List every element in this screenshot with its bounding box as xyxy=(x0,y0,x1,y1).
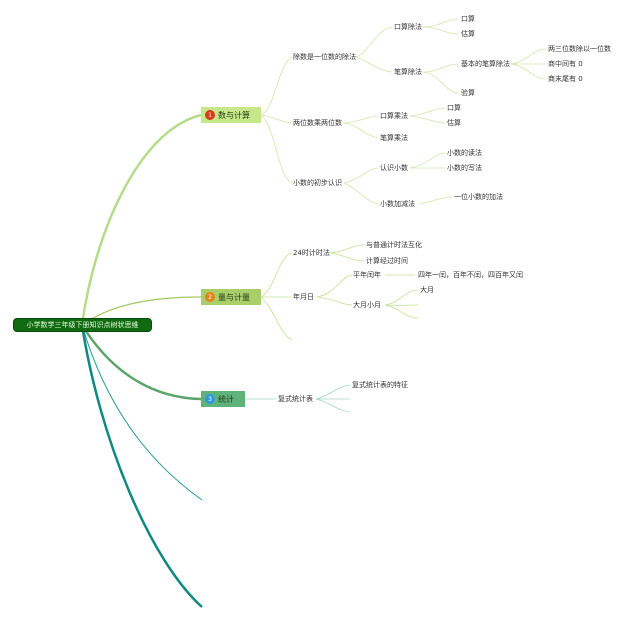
node-oral-calc-2[interactable]: 口算 xyxy=(447,104,461,112)
node-oral-multiplication[interactable]: 口算乘法 xyxy=(380,112,408,120)
node-decimals-intro[interactable]: 小数的初步认识 xyxy=(293,179,342,187)
node-writing-decimals[interactable]: 小数的写法 xyxy=(447,164,482,172)
node-compound-table-features[interactable]: 复式统计表的特征 xyxy=(352,381,408,389)
branch-label: 数与计算 xyxy=(218,110,250,120)
branch-measurement[interactable]: 2 量与计量 xyxy=(201,289,261,305)
node-estimation-2[interactable]: 估算 xyxy=(447,119,461,127)
node-long-short-months[interactable]: 大月小月 xyxy=(353,301,381,309)
node-year-month-day[interactable]: 年月日 xyxy=(293,293,314,301)
node-decimal-add-sub[interactable]: 小数加减法 xyxy=(380,200,415,208)
node-oral-division[interactable]: 口算除法 xyxy=(394,23,422,31)
node-leap-year-rule[interactable]: 四年一闰，百年不闰，四百年又闰 xyxy=(418,271,523,279)
node-recognize-decimals[interactable]: 认识小数 xyxy=(380,164,408,172)
node-written-division[interactable]: 笔算除法 xyxy=(394,68,422,76)
branch-statistics[interactable]: 3 统计 xyxy=(201,391,245,407)
node-basic-written-division[interactable]: 基本的笔算除法 xyxy=(461,60,510,68)
node-zero-in-middle[interactable]: 商中间有 0 xyxy=(548,60,583,68)
node-long-month[interactable]: 大月 xyxy=(420,286,434,294)
branch-number-badge: 1 xyxy=(205,110,215,120)
node-elapsed-time[interactable]: 计算经过时间 xyxy=(366,257,408,265)
node-leap-year[interactable]: 平年闰年 xyxy=(353,271,381,279)
branch-number-badge: 2 xyxy=(205,292,215,302)
node-oral-calc[interactable]: 口算 xyxy=(461,15,475,23)
node-two-digit-multiplication[interactable]: 两位数乘两位数 xyxy=(293,119,342,127)
root-topic[interactable]: 小学数学三年级下册知识点树状思维 xyxy=(13,318,152,332)
branch-label: 统计 xyxy=(218,394,234,404)
node-check-calc[interactable]: 验算 xyxy=(461,89,475,97)
node-convert-normal-time[interactable]: 与普通计时法互化 xyxy=(366,241,422,249)
node-written-multiplication[interactable]: 笔算乘法 xyxy=(380,134,408,142)
branch-label: 量与计量 xyxy=(218,292,250,302)
node-zero-at-end[interactable]: 商末尾有 0 xyxy=(548,75,583,83)
node-one-place-decimal-add[interactable]: 一位小数的加法 xyxy=(454,193,503,201)
branch-number-badge: 3 xyxy=(205,394,215,404)
node-three-digit-by-one[interactable]: 两三位数除以一位数 xyxy=(548,45,611,53)
branch-calculation[interactable]: 1 数与计算 xyxy=(201,107,261,123)
node-division[interactable]: 除数是一位数的除法 xyxy=(293,53,356,61)
node-24-hour-time[interactable]: 24时计时法 xyxy=(293,249,330,257)
root-topic-label: 小学数学三年级下册知识点树状思维 xyxy=(26,321,139,329)
node-estimation[interactable]: 估算 xyxy=(461,30,475,38)
node-compound-table[interactable]: 复式统计表 xyxy=(278,395,313,403)
node-reading-decimals[interactable]: 小数的读法 xyxy=(447,149,482,157)
